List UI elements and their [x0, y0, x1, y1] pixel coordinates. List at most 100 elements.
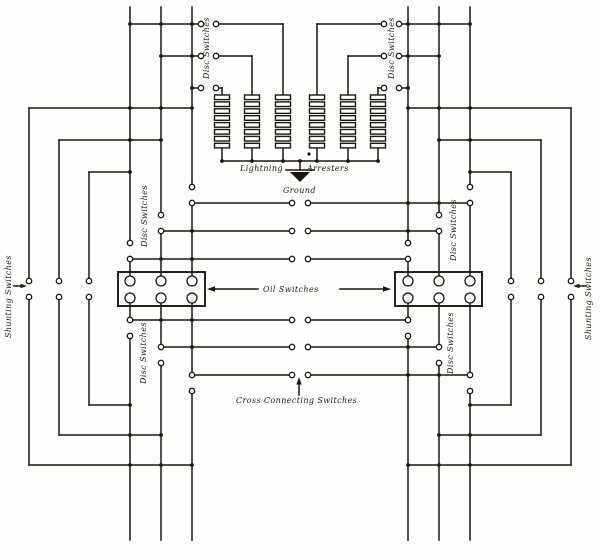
switch-contact: [288, 199, 296, 207]
junction-dot: [468, 138, 472, 142]
switch-contact: [212, 84, 220, 92]
switch-contact: [567, 277, 575, 285]
lightning-arrester-element: [369, 135, 387, 142]
junction-dot: [406, 373, 410, 377]
lightning-arrester-element: [274, 94, 292, 101]
diagram-label: Disc Switches: [139, 322, 148, 385]
lightning-arrester-element: [243, 128, 261, 135]
junction-dot: [468, 170, 472, 174]
junction-dot: [190, 345, 194, 349]
lightning-arrester-element: [213, 128, 231, 135]
switch-contact: [25, 293, 33, 301]
label-arrowhead: [296, 377, 302, 385]
oil-switch-contact: [186, 292, 198, 304]
diagram-label: Cross Connecting Switches: [236, 396, 357, 405]
lightning-arrester-element: [274, 121, 292, 128]
junction-dot: [159, 318, 163, 322]
junction-dot: [190, 257, 194, 261]
switch-contact: [157, 211, 165, 219]
lightning-arrester-element: [213, 94, 231, 101]
junction-dot: [437, 54, 441, 58]
oil-switch-contact: [433, 292, 445, 304]
lightning-arrester-element: [308, 94, 326, 101]
lightning-arrester-element: [308, 135, 326, 142]
junction-dot: [376, 159, 380, 163]
lightning-arrester-element: [274, 101, 292, 108]
junction-dot: [190, 463, 194, 467]
ground-symbol: [290, 172, 310, 182]
lightning-arrester-element: [213, 101, 231, 108]
diagram-label: Disc Switches: [449, 199, 458, 262]
lightning-arrester-element: [339, 121, 357, 128]
switch-contact: [395, 20, 403, 28]
lightning-arrester-element: [213, 135, 231, 142]
junction-dot: [128, 403, 132, 407]
switch-contact: [288, 255, 296, 263]
switch-contact: [507, 277, 515, 285]
junction-dot: [281, 159, 285, 163]
print-mark: [307, 152, 311, 156]
switch-contact: [288, 316, 296, 324]
switch-contact: [395, 84, 403, 92]
switch-contact: [395, 52, 403, 60]
switch-contact: [288, 227, 296, 235]
switch-contact: [304, 343, 312, 351]
label-arrowhead: [383, 286, 391, 292]
lightning-arrester-element: [274, 142, 292, 149]
junction-dot: [315, 159, 319, 163]
switch-contact: [188, 183, 196, 191]
lightning-arrester-element: [213, 108, 231, 115]
oil-switch-contact: [186, 275, 198, 287]
switch-contact: [435, 359, 443, 367]
switch-contact: [404, 332, 412, 340]
oil-switch-contact: [124, 292, 136, 304]
switch-contact: [288, 343, 296, 351]
switch-contact: [304, 255, 312, 263]
junction-dot: [468, 403, 472, 407]
junction-dot: [159, 22, 163, 26]
switch-contact: [197, 20, 205, 28]
diagram-label: Arresters: [306, 164, 349, 173]
lightning-arrester-element: [243, 135, 261, 142]
junction-dot: [468, 22, 472, 26]
oil-switch-contact: [155, 275, 167, 287]
switch-contact: [197, 84, 205, 92]
switch-contact: [380, 20, 388, 28]
lightning-arrester-element: [274, 108, 292, 115]
junction-dot: [220, 159, 224, 163]
junction-dot: [346, 159, 350, 163]
junction-dot: [406, 86, 410, 90]
junction-dot: [128, 106, 132, 110]
switch-contact: [25, 277, 33, 285]
junction-dot: [437, 201, 441, 205]
switch-contact: [212, 20, 220, 28]
lightning-arrester-element: [274, 128, 292, 135]
switch-contact: [404, 239, 412, 247]
lightning-arrester-element: [274, 114, 292, 121]
lightning-arrester-element: [243, 121, 261, 128]
junction-dot: [190, 318, 194, 322]
oil-switch-box: [117, 271, 206, 307]
junction-dot: [190, 22, 194, 26]
lightning-arrester-element: [339, 135, 357, 142]
junction-dot: [406, 22, 410, 26]
oil-switch-contact: [124, 275, 136, 287]
switch-contact: [304, 371, 312, 379]
diagram-label: Ground: [283, 186, 316, 195]
switch-contact: [304, 316, 312, 324]
lightning-arrester-element: [369, 101, 387, 108]
diagram-label: Disc Switches: [202, 17, 211, 80]
switch-contact: [188, 387, 196, 395]
lightning-arrester-element: [243, 108, 261, 115]
lightning-arrester-element: [213, 142, 231, 149]
lightning-arrester-element: [369, 94, 387, 101]
lightning-arrester-element: [308, 108, 326, 115]
oil-switch-contact: [464, 275, 476, 287]
junction-dot: [190, 54, 194, 58]
lightning-arrester-element: [339, 94, 357, 101]
switch-contact: [288, 371, 296, 379]
junction-dot: [128, 463, 132, 467]
lightning-arrester-element: [243, 94, 261, 101]
lightning-arrester-element: [274, 135, 292, 142]
